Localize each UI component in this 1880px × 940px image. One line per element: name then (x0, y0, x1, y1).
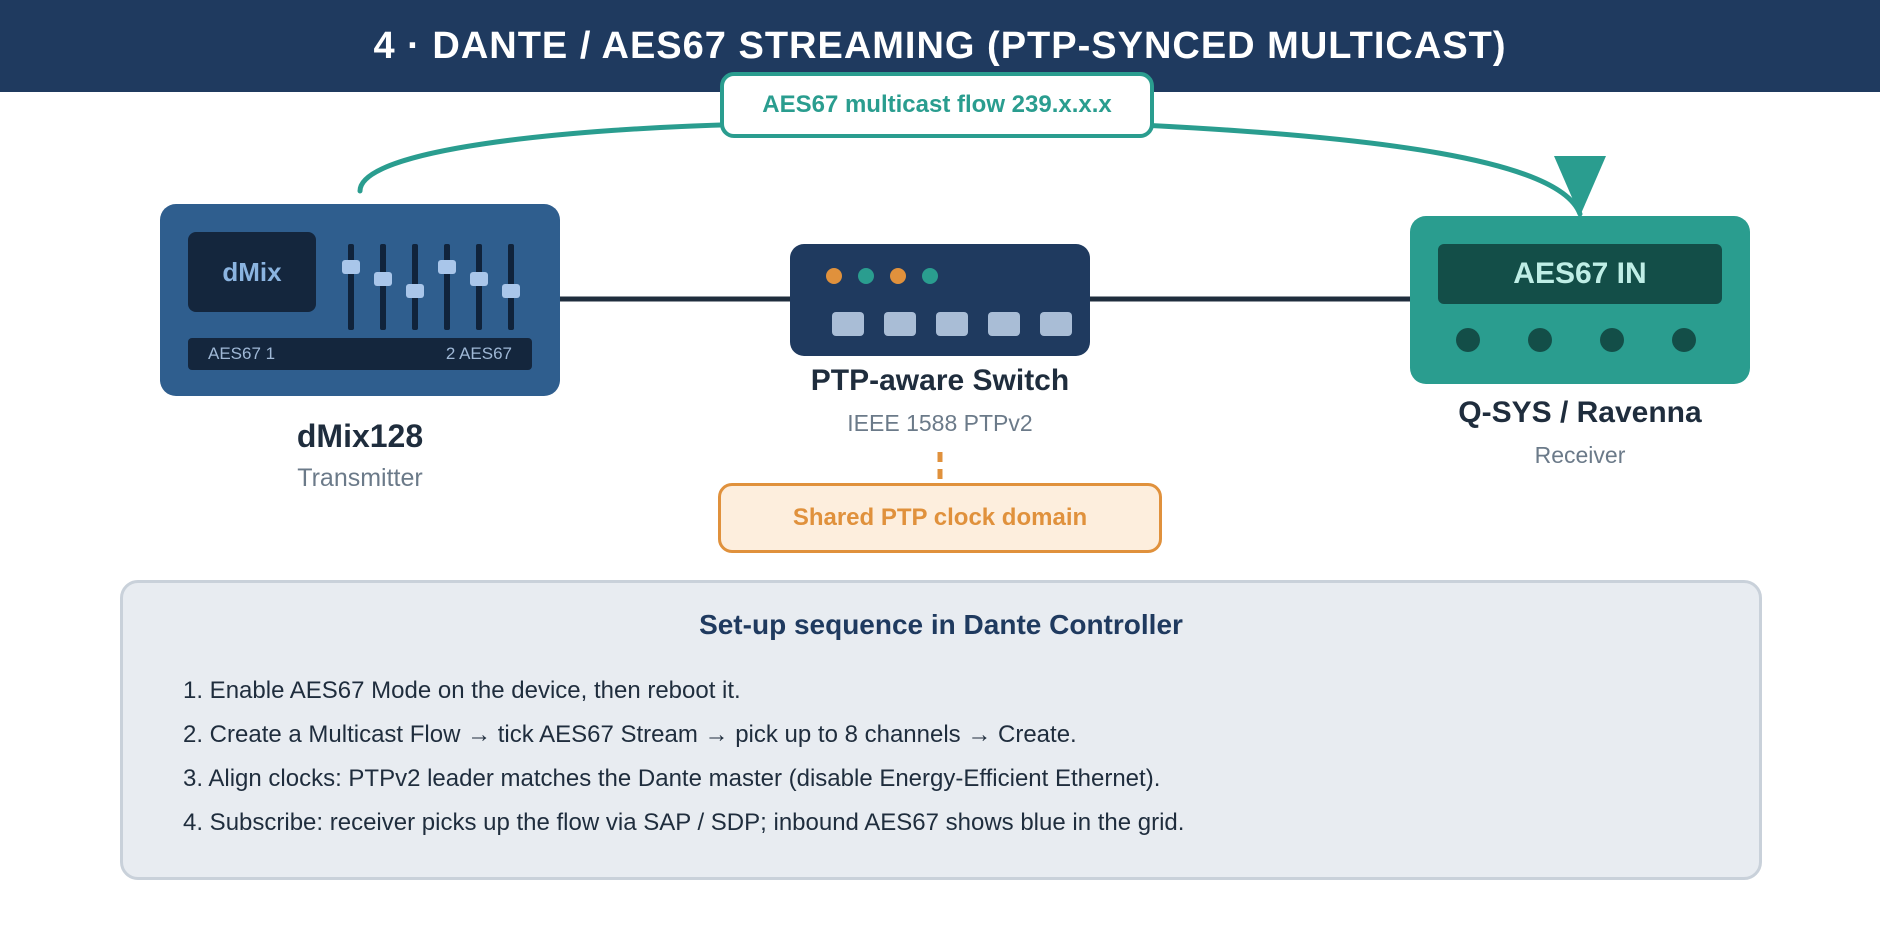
page-title: 4 · DANTE / AES67 STREAMING (PTP-SYNCED … (373, 25, 1507, 67)
receiver-name: Q-SYS / Ravenna (1458, 396, 1702, 429)
status-led (922, 268, 938, 284)
transmitter-screen: dMix (188, 232, 316, 312)
status-led (890, 268, 906, 284)
transmitter-channel-bar: AES67 1 2 AES67 (188, 338, 532, 370)
step-item: 4. Subscribe: receiver picks up the flow… (183, 809, 1185, 836)
setup-steps-panel: Set-up sequence in Dante Controller 1. E… (120, 580, 1762, 880)
steps-list: 1. Enable AES67 Mode on the device, then… (183, 669, 1184, 845)
receiver-connector (1528, 328, 1552, 352)
switch-name: PTP-aware Switch (810, 364, 1070, 397)
status-led (858, 268, 874, 284)
fader-track (444, 244, 450, 330)
network-port (884, 312, 916, 336)
step-item: 2. Create a Multicast Flow → tick AES67 … (183, 721, 1077, 748)
receiver-device: AES67 IN (1410, 216, 1750, 384)
transmitter-name: dMix128 (296, 418, 424, 454)
steps-title: Set-up sequence in Dante Controller (699, 609, 1183, 640)
switch-subtitle: IEEE 1588 PTPv2 (847, 410, 1033, 436)
fader-knob (406, 284, 424, 298)
flow-arrowhead-icon (1554, 156, 1606, 216)
fader-knob (502, 284, 520, 298)
status-led (826, 268, 842, 284)
transmitter-role: Transmitter (297, 464, 423, 492)
fader-track (476, 244, 482, 330)
channel-label-right: 2 AES67 (445, 344, 512, 363)
fader-knob (470, 272, 488, 286)
network-port (936, 312, 968, 336)
fader-track (348, 244, 354, 330)
step-item: 1. Enable AES67 Mode on the device, then… (183, 677, 741, 704)
network-port (1040, 312, 1072, 336)
network-port (832, 312, 864, 336)
channel-label-left: AES67 1 (208, 344, 276, 363)
receiver-connector (1456, 328, 1480, 352)
multicast-flow-label: AES67 multicast flow 239.x.x.x (720, 72, 1154, 138)
network-port (988, 312, 1020, 336)
fader-track (380, 244, 386, 330)
receiver-role: Receiver (1534, 442, 1626, 468)
fader-knob (342, 260, 360, 274)
receiver-connector (1672, 328, 1696, 352)
ptp-switch-device (790, 244, 1090, 356)
fader-knob (438, 260, 456, 274)
ptp-clock-domain-label: Shared PTP clock domain (718, 483, 1162, 553)
receiver-screen: AES67 IN (1438, 244, 1722, 304)
receiver-connector (1600, 328, 1624, 352)
transmitter-device: dMix AES67 1 2 AES67 (160, 204, 560, 396)
step-item: 3. Align clocks: PTPv2 leader matches th… (183, 765, 1161, 792)
fader-knob (374, 272, 392, 286)
